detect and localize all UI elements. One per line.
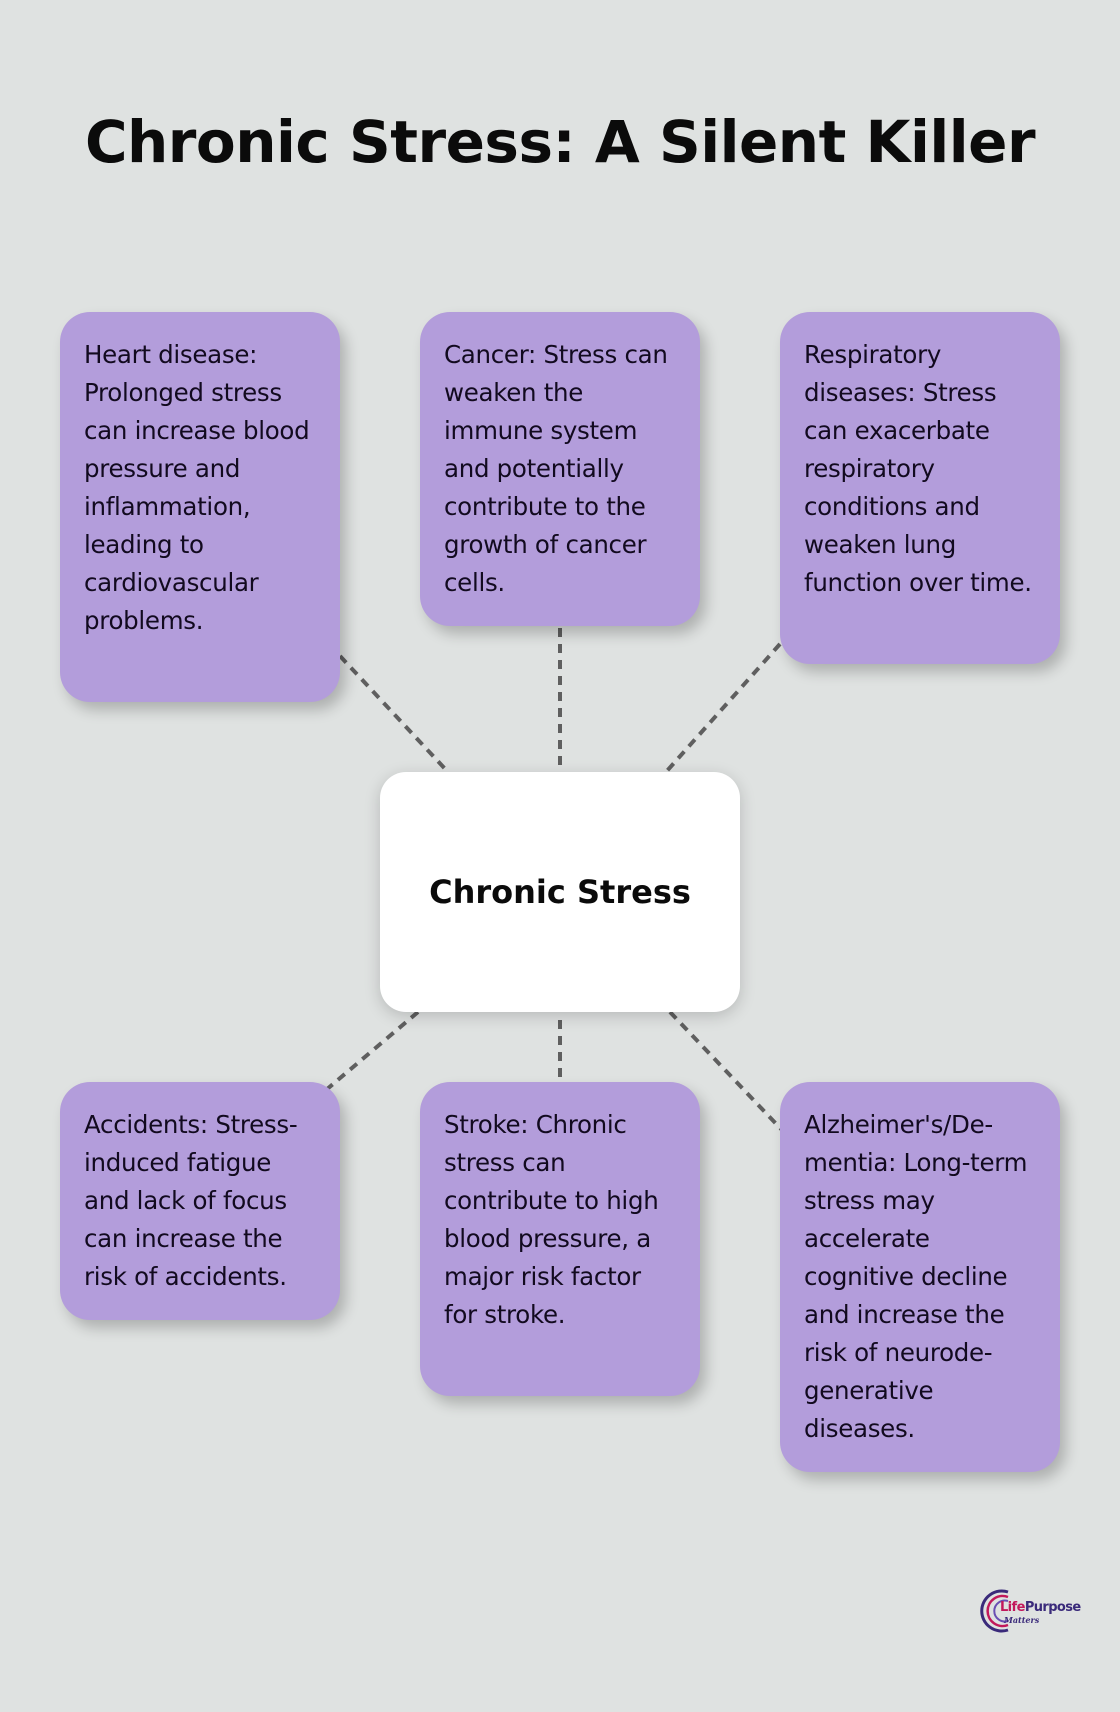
node-text: Stroke: Chronic stress can contribute to… [444, 1110, 659, 1329]
logo-arcs-icon [980, 1589, 1009, 1633]
node-cancer: Cancer: Stress can weaken the immune sys… [420, 312, 700, 626]
center-node: Chronic Stress [380, 772, 740, 1012]
page-title: Chronic Stress: A Silent Killer [84, 108, 1036, 176]
logo-tagline: Matters [1004, 1615, 1040, 1625]
brand-logo: LifePurpose Matters [978, 1586, 1081, 1636]
connector-alzheimers [668, 1010, 784, 1132]
node-stroke: Stroke: Chronic stress can contribute to… [420, 1082, 700, 1396]
logo-wordmark: LifePurpose [1000, 1600, 1081, 1615]
connector-respiratory [664, 642, 782, 774]
node-respiratory: Respiratory diseases: Stress can exacerb… [780, 312, 1060, 664]
node-text: Accidents: Stress-induced fatigue and la… [84, 1110, 298, 1291]
node-heart-disease: Heart disease: Prolonged stress can incr… [60, 312, 340, 702]
node-alzheimers: Alzheimer's/De-mentia: Long-term stress … [780, 1082, 1060, 1472]
connector-heart-disease [338, 654, 450, 774]
node-text: Alzheimer's/De-mentia: Long-term stress … [804, 1110, 1028, 1443]
node-accidents: Accidents: Stress-induced fatigue and la… [60, 1082, 340, 1320]
node-text: Heart disease: Prolonged stress can incr… [84, 340, 310, 635]
connector-accidents [324, 1010, 420, 1092]
node-text: Cancer: Stress can weaken the immune sys… [444, 340, 668, 597]
center-label: Chronic Stress [429, 873, 691, 911]
node-text: Respiratory diseases: Stress can exacerb… [804, 340, 1032, 597]
